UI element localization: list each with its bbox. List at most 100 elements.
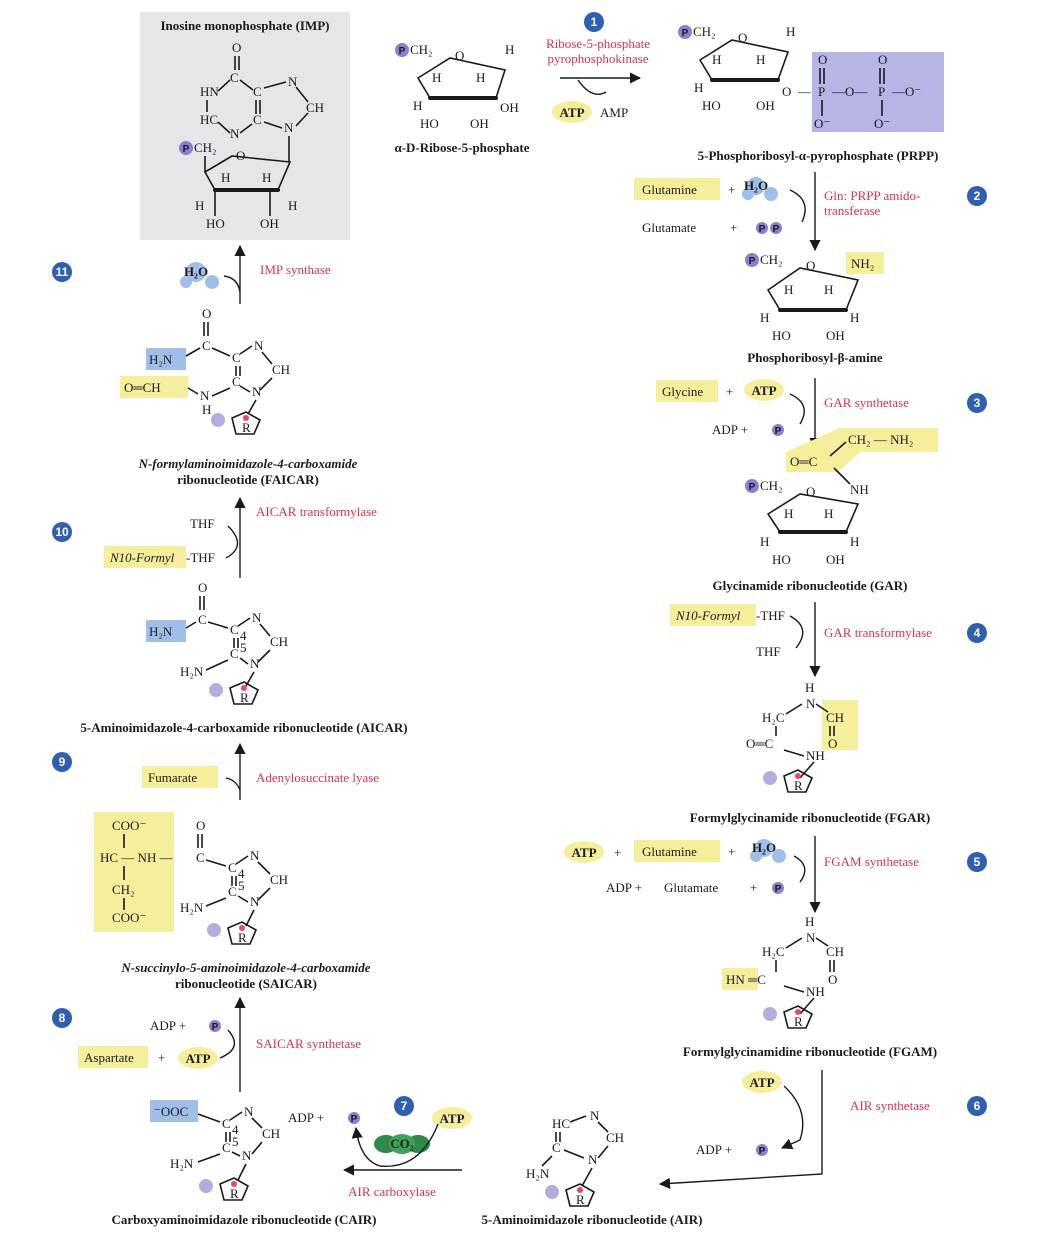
step-2-curve [789,189,806,223]
svg-text:CH: CH [306,100,324,115]
step-7-badge [394,1096,414,1116]
svg-text:NH: NH [806,984,825,999]
saicar-label-line1: N-succinylo-5-aminoimidazole-4-carboxami… [120,960,370,975]
svg-text:H: H [476,70,485,85]
svg-text:P: P [749,256,756,267]
step-8-curve [219,1029,236,1059]
glycine-moiety-highlight [786,428,938,472]
enzyme-1-line1: Ribose-5-phosphate [546,36,650,51]
step-5-number: 5 [974,855,981,869]
amide-highlight-faicar [146,348,186,370]
svg-text:R: R [238,930,247,945]
svg-text:C: C [253,84,262,99]
svg-text:O: O [202,306,211,321]
step-5-badge [967,852,987,872]
svg-text:H: H [262,170,271,185]
svg-text:C: C [222,1140,231,1155]
svg-text:N: N [250,894,260,909]
step-9-badge [52,752,72,772]
n10-formyl-highlight-4 [670,604,756,626]
ribose5p-label: α-D-Ribose-5-phosphate [394,140,529,155]
svg-text:OH: OH [826,328,845,343]
step-6-badge [967,1096,987,1116]
svg-text:C: C [228,860,237,875]
svg-text:N: N [284,120,294,135]
svg-text:N: N [230,126,240,141]
svg-text:CH₂: CH₂ [410,42,433,57]
step-3-badge [967,393,987,413]
svg-text:CH: CH [826,710,844,725]
phosphate-label-6: P [759,1146,766,1157]
step-10-curve [225,525,239,559]
fgar-label: Formylglycinamide ribonucleotide (FGAR) [690,810,930,825]
svg-text:H: H [784,506,793,521]
svg-text:CH: CH [826,944,844,959]
svg-text:P: P [773,224,780,235]
adp-label-8: ADP + [150,1018,186,1033]
svg-text:CH₂: CH₂ [760,252,783,267]
step-4-badge [967,623,987,643]
step-2-number: 2 [974,189,981,203]
svg-text:O: O [806,484,815,499]
ribose-phosphate-glyph-aicar: R [209,681,260,705]
step-1-number: 1 [591,15,598,29]
svg-text:C: C [552,1140,561,1155]
svg-text:N: N [242,1148,252,1163]
enzyme-8: SAICAR synthetase [256,1036,361,1051]
water-icon-11: H₂O [180,262,219,289]
cair-structure: C 4 N CH C 5 N H₂N [170,1104,280,1181]
atp-badge-8 [178,1047,218,1069]
enzyme-6: AIR synthetase [850,1098,930,1113]
faicar-label-line1: N-formylaminoimidazole-4-carboxamide [138,456,358,471]
atp-label-7: ATP [439,1111,464,1126]
imp-label: Inosine monophosphate (IMP) [160,18,329,33]
svg-text:R: R [230,1186,239,1201]
nh2-group-label: NH₂ [851,256,874,271]
svg-text:H: H [760,534,769,549]
enzyme-2-line2: transferase [824,203,881,218]
adp-label-5: ADP + [606,880,642,895]
svg-text:O: O [878,52,887,67]
step-8-number: 8 [59,1011,66,1025]
svg-text:P: P [818,84,825,99]
svg-text:H: H [202,402,211,417]
imp-structure: O C HN C HC C N N CH N [200,40,324,162]
enzyme-4: GAR transformylase [824,625,932,640]
svg-text:R: R [794,778,803,793]
thf-suffix-4: -THF [756,608,785,623]
step-6-arrow [658,1070,823,1189]
svg-text:—O⁻: —O⁻ [891,84,921,99]
adp-label-6: ADP + [696,1142,732,1157]
step-6-number: 6 [974,1099,981,1113]
svg-text:HN: HN [200,84,219,99]
enzyme-9: Adenylosuccinate lyase [256,770,379,785]
svg-text:N: N [244,1104,254,1119]
phosphate-label-7: P [351,1114,358,1125]
svg-text:NH: NH [850,482,869,497]
glycine-label: Glycine [662,384,703,399]
plus-2b: + [730,220,737,235]
carboxyl-label-cair: ⁻OOC [154,1104,188,1119]
water-icon-5: H₂O [750,839,786,863]
enzyme-7: AIR carboxylase [348,1184,436,1199]
svg-text:N: N [252,384,262,399]
step-5-curve [793,855,806,883]
cair-label: Carboxyaminoimidazole ribonucleotide (CA… [111,1212,376,1227]
phosphate-label-8: P [212,1022,219,1033]
svg-text:CH: CH [270,872,288,887]
svg-text:HO: HO [772,328,791,343]
svg-text:C: C [202,338,211,353]
svg-text:H₂O: H₂O [744,178,768,193]
svg-text:H: H [413,98,422,113]
svg-text:C: C [196,850,205,865]
svg-text:HO: HO [420,116,439,131]
amide-highlight-aicar [146,620,186,642]
svg-text:P: P [399,46,406,57]
svg-text:P: P [749,482,756,493]
thf-suffix-10: -THF [186,550,215,565]
phosphate-icon-8 [209,1020,221,1032]
svg-text:N: N [590,1108,600,1123]
atp-badge-6 [742,1071,782,1093]
svg-text:N: N [252,610,262,625]
